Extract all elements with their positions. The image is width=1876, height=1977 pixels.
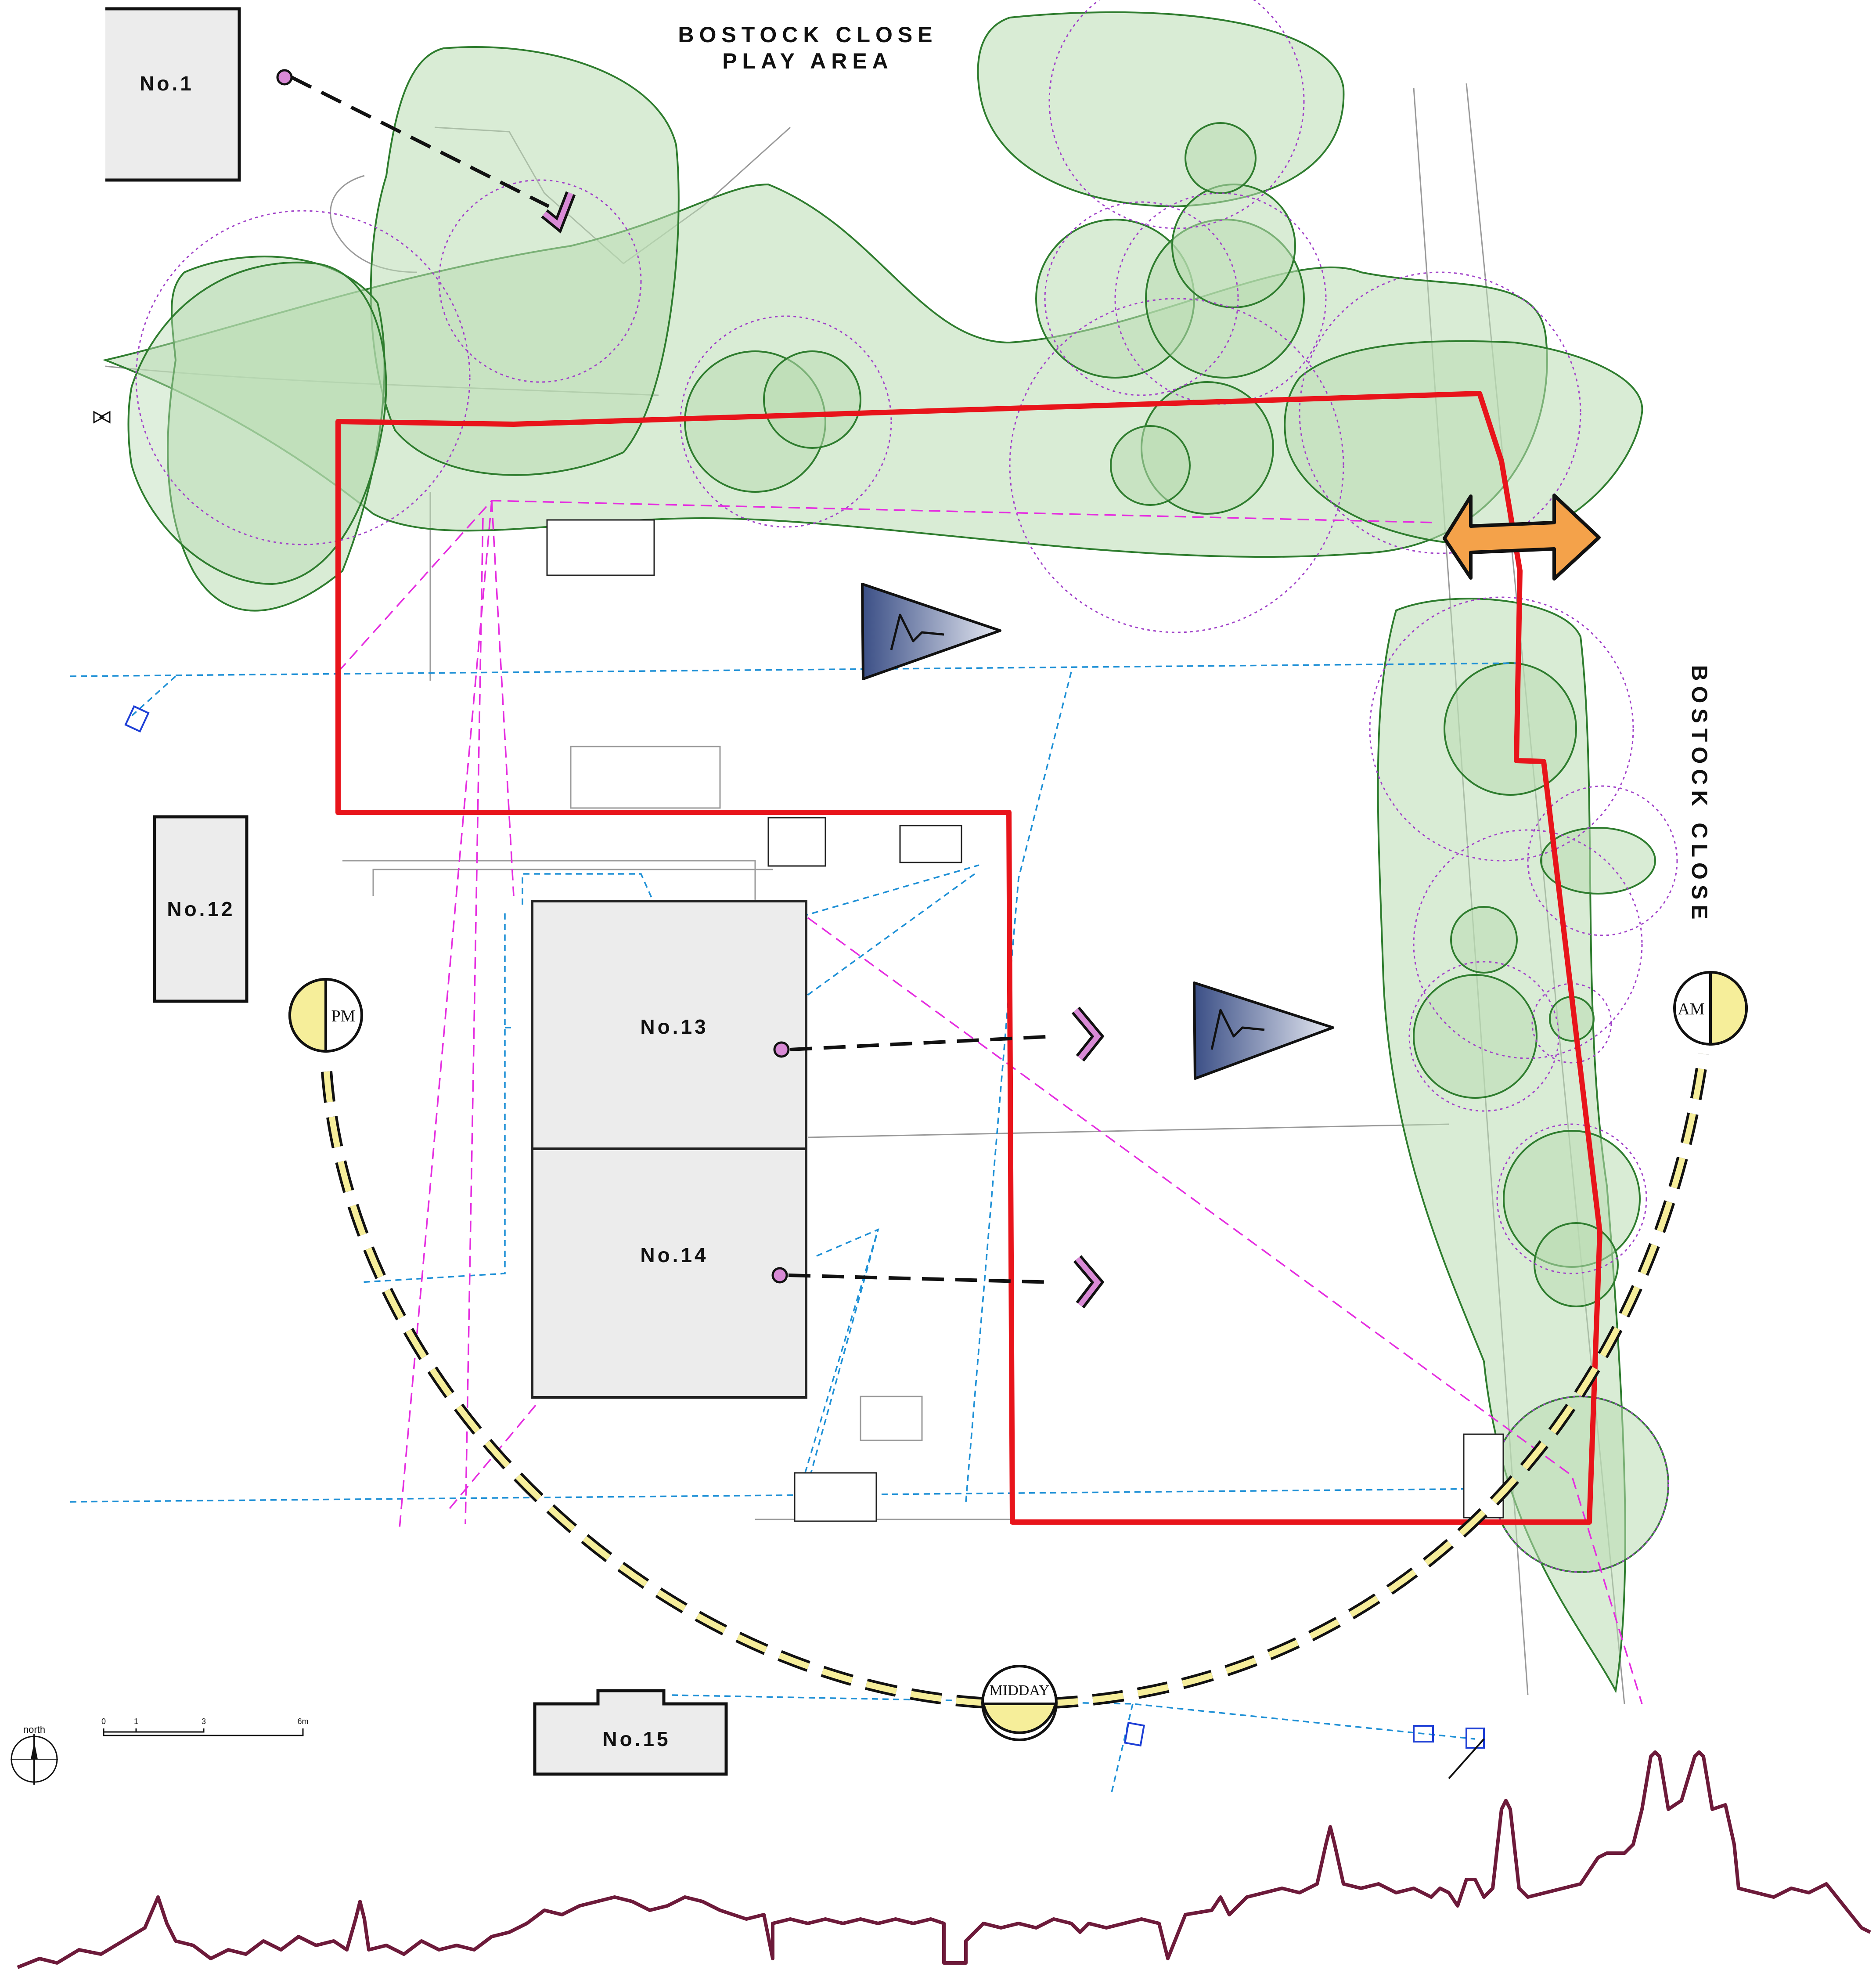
sun-pm-marker: PM — [288, 978, 363, 1053]
wind-indicator-icon — [1193, 981, 1334, 1080]
wind-markers — [861, 583, 1334, 1080]
scale-tick-1: 1 — [134, 1717, 138, 1726]
neighbour-buildings — [105, 7, 728, 1776]
building-no14 — [531, 1147, 807, 1399]
tree-canopy — [1534, 1222, 1619, 1307]
north-reference-marker — [93, 411, 111, 424]
scale-tick-0: 0 — [101, 1717, 106, 1726]
tree-canopy — [1284, 340, 1643, 546]
tree-canopy — [1110, 425, 1191, 506]
tree-canopy — [977, 11, 1345, 208]
sun-pm-label: PM — [331, 1007, 356, 1025]
tree-canopy — [1413, 974, 1538, 1099]
no14-label: No.14 — [640, 1244, 708, 1266]
scale-tick-3: 3 — [202, 1717, 206, 1726]
tree-canopy — [1444, 662, 1577, 796]
tree-canopy — [1540, 827, 1656, 895]
no1-label: No.1 — [140, 72, 194, 95]
north-label: north — [23, 1724, 45, 1735]
tree-canopy — [1185, 122, 1257, 194]
sun-am-marker: AM — [1673, 970, 1748, 1046]
building-no15 — [533, 1689, 728, 1776]
survey-tick — [1448, 1738, 1485, 1779]
outbuildings — [546, 519, 1504, 1522]
sun-am-label: AM — [1678, 1000, 1704, 1018]
building-no12 — [153, 815, 248, 1003]
utility-lines — [70, 662, 1520, 1797]
road-label: BOSTOCK CLOSE — [1687, 665, 1712, 924]
scale-bar: 0 1 3 6m — [101, 1717, 309, 1736]
sun-midday-marker: MIDDAY — [981, 1665, 1058, 1741]
no12-label: No.12 — [167, 898, 235, 920]
no15-label: No.15 — [602, 1728, 670, 1750]
view-arrow-no13 — [773, 1007, 1105, 1062]
building-no1 — [105, 7, 241, 182]
no13-label: No.13 — [640, 1015, 708, 1038]
tree-canopy — [763, 350, 861, 449]
tree-canopy — [1492, 1396, 1669, 1573]
wind-indicator-icon — [861, 583, 1001, 680]
play-area-label-line1: BOSTOCK CLOSE — [678, 22, 937, 47]
sun-midday-label: MIDDAY — [990, 1682, 1050, 1699]
skyline-silhouette — [17, 1750, 1871, 1969]
north-arrow: north — [11, 1724, 58, 1785]
scale-tick-6m: 6m — [297, 1717, 308, 1726]
tree-canopy — [1450, 906, 1518, 974]
access-arrow — [1443, 494, 1601, 581]
root-protection-zones — [135, 0, 1678, 1573]
view-arrows — [276, 69, 1105, 1309]
play-area-label-line2: PLAY AREA — [722, 49, 893, 73]
tree-canopy — [167, 256, 385, 612]
sightlines — [337, 500, 1643, 1704]
tree-canopy — [1171, 184, 1296, 308]
view-arrow-no14 — [771, 1255, 1105, 1309]
proposed-buildings — [531, 900, 807, 1399]
tree-canopy — [370, 46, 680, 476]
tree-canopies — [102, 11, 1669, 1694]
site-boundary — [335, 391, 1602, 1525]
view-arrow-no1 — [276, 69, 576, 234]
